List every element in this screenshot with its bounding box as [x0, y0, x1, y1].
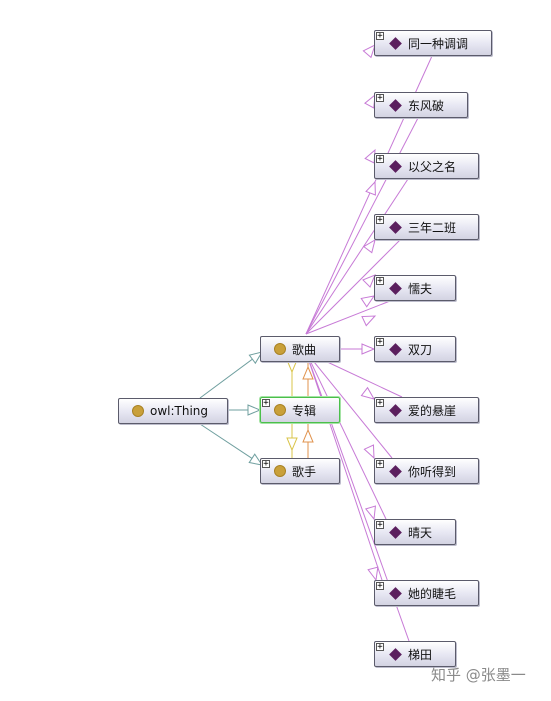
class-circle-icon: [274, 404, 286, 416]
instance-arrowhead: [363, 444, 375, 460]
node-label: 三年二班: [408, 220, 457, 235]
individual-diamond-icon: [389, 647, 402, 661]
node-label: 歌手: [292, 464, 317, 479]
individual-diamond-icon: [389, 220, 402, 234]
node-label: 你听得到: [408, 464, 457, 479]
expand-toggle[interactable]: +: [262, 398, 270, 408]
individual-node[interactable]: + 你听得到: [374, 458, 479, 484]
expand-toggle[interactable]: +: [376, 459, 384, 469]
domain-arrowhead: [286, 437, 298, 452]
expand-toggle[interactable]: +: [376, 642, 384, 652]
instance-arrowhead: [365, 180, 376, 196]
instance-arrowhead: [362, 238, 376, 254]
node-label: 双刀: [408, 342, 433, 357]
node-label: 梯田: [408, 647, 433, 662]
individual-diamond-icon: [389, 281, 402, 295]
individual-diamond-icon: [389, 159, 402, 173]
individual-node[interactable]: + 她的睫毛: [374, 580, 479, 606]
subclass-edge-arrowhead: [248, 453, 264, 466]
individual-diamond-icon: [389, 525, 402, 539]
expand-toggle[interactable]: +: [376, 154, 384, 164]
instance-arrowhead: [362, 44, 376, 59]
individual-diamond-icon: [389, 586, 402, 600]
instance-arrowhead: [364, 505, 377, 521]
instance-edge: [305, 178, 409, 335]
class-circle-icon: [274, 343, 286, 355]
instance-arrowhead: [360, 295, 376, 308]
node-label: 专辑: [292, 403, 317, 418]
range-arrowhead: [302, 428, 314, 443]
expand-toggle[interactable]: +: [376, 581, 384, 591]
class-node-geshou[interactable]: + 歌手: [260, 458, 340, 484]
instance-edge: [305, 351, 383, 581]
individual-node[interactable]: + 懦夫: [374, 275, 456, 301]
node-label: 同一种调调: [408, 36, 469, 51]
individual-node[interactable]: + 三年二班: [374, 214, 479, 240]
instance-arrowhead: [360, 386, 376, 400]
expand-toggle[interactable]: +: [262, 459, 270, 469]
expand-toggle[interactable]: +: [376, 276, 384, 286]
instance-edge: [305, 351, 387, 520]
expand-toggle[interactable]: +: [376, 398, 384, 408]
node-label: 晴天: [408, 525, 433, 540]
subclass-edge-arrowhead: [247, 404, 262, 416]
individual-diamond-icon: [389, 342, 402, 356]
individual-diamond-icon: [389, 36, 402, 50]
expand-toggle[interactable]: +: [376, 520, 384, 530]
node-label: 东风破: [408, 98, 445, 113]
class-circle-icon: [132, 405, 144, 417]
instance-arrowhead: [367, 566, 379, 582]
instance-edge: [305, 300, 391, 335]
individual-diamond-icon: [389, 98, 402, 112]
class-node-zhuanji[interactable]: + 专辑: [260, 397, 340, 423]
class-circle-icon: [274, 465, 286, 477]
individual-node[interactable]: + 爱的悬崖: [374, 397, 479, 423]
individual-node[interactable]: + 东风破: [374, 92, 468, 118]
individual-diamond-icon: [389, 464, 402, 478]
node-label: owl:Thing: [150, 404, 209, 418]
node-label: 歌曲: [292, 342, 317, 357]
instance-arrowhead: [361, 315, 377, 327]
individual-node[interactable]: + 晴天: [374, 519, 456, 545]
class-node-gequ[interactable]: 歌曲: [260, 336, 340, 362]
node-label: 懦夫: [408, 281, 433, 296]
instance-edge: [305, 351, 393, 459]
subclass-edge-arrowhead: [248, 351, 264, 365]
instance-edge-arrowhead: [361, 343, 376, 355]
node-label: 爱的悬崖: [408, 403, 457, 418]
instance-arrowhead: [362, 274, 376, 288]
individual-node[interactable]: + 同一种调调: [374, 30, 492, 56]
expand-toggle[interactable]: +: [376, 337, 384, 347]
subclass-edge: [199, 351, 263, 399]
expand-toggle[interactable]: +: [376, 215, 384, 225]
owl-thing-node[interactable]: owl:Thing: [118, 398, 228, 424]
individual-node[interactable]: + 以父之名: [374, 153, 479, 179]
node-label: 以父之名: [408, 159, 457, 174]
instance-edge: [305, 239, 401, 335]
individual-diamond-icon: [389, 403, 402, 417]
individual-node[interactable]: + 梯田: [374, 641, 456, 667]
watermark-text: 知乎 @张墨一: [431, 666, 526, 684]
expand-toggle[interactable]: +: [376, 93, 384, 103]
node-label: 她的睫毛: [408, 586, 457, 601]
expand-toggle[interactable]: +: [376, 31, 384, 41]
individual-node[interactable]: + 双刀: [374, 336, 456, 362]
range-arrowhead: [302, 365, 314, 380]
